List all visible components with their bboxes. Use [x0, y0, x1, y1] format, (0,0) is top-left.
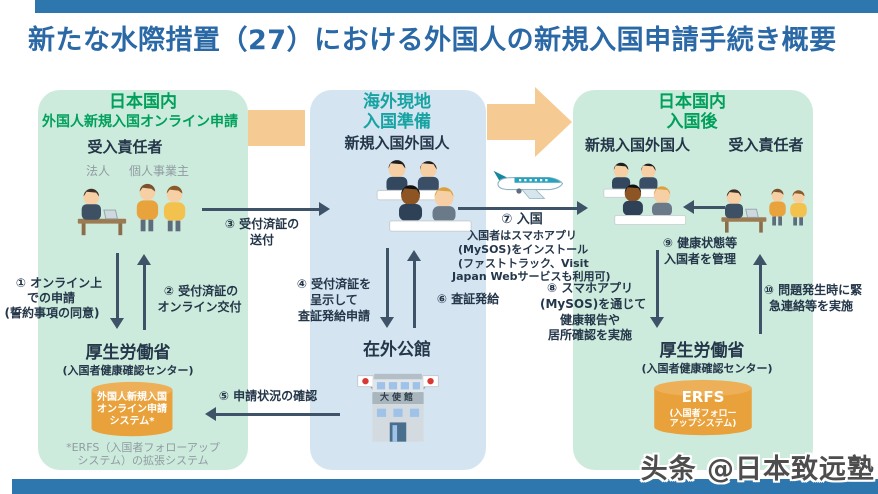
watermark: 头条 @日本致远塾 — [640, 454, 875, 485]
middle-panel-title-line1: 海外現地 — [363, 92, 431, 112]
airplane-icon — [492, 165, 564, 205]
step9-line1: ⑨ 健康状態等 — [662, 236, 738, 250]
step2-line2: オンライン交付 — [157, 300, 242, 314]
arrow-step7-right — [458, 201, 588, 215]
business-owners-icon-right — [764, 184, 812, 234]
step8-line4: 居所確認を実施 — [547, 328, 632, 342]
left-db-line1: 外国人新規入国 — [97, 392, 167, 403]
bottom-accent-bar — [12, 479, 878, 494]
phase-arrow-1 — [248, 110, 305, 146]
step9-line2: 入国者を管理 — [663, 252, 736, 266]
right-actor-host-label: 受入責任者 — [728, 136, 804, 154]
top-accent-bar — [35, 0, 878, 13]
step2-line1: ② 受付済証の — [163, 284, 239, 298]
step1-line3: (誓約事項の同意) — [4, 306, 100, 320]
arrow-step8-down — [650, 250, 664, 328]
arrow-manage-left — [683, 200, 725, 214]
host-at-desk-icon-right — [716, 186, 770, 236]
middle-org-label: 在外公館 — [363, 340, 431, 360]
left-panel-title: 日本国内 — [109, 92, 177, 112]
footnote-line2: システム）の拡張システム — [77, 454, 209, 467]
arrow-step1-down — [110, 253, 124, 329]
entrants-group-icon — [592, 160, 692, 240]
step7-line2: 入国者はスマホアプリ — [467, 229, 577, 242]
erfs-db-sub2: アップシステム) — [669, 419, 737, 429]
right-actor-entrants-label: 新規入国外国人 — [584, 136, 690, 154]
arrow-step4-down — [380, 248, 394, 328]
right-panel-title-line2: 入国後 — [666, 112, 718, 132]
arrow-step5-left — [205, 407, 340, 421]
step3-line2: 送付 — [249, 233, 274, 247]
middle-actor-label: 新規入国外国人 — [344, 134, 450, 152]
right-panel-title-line1: 日本国内 — [658, 92, 726, 112]
page-title: 新たな水際措置（27）における外国人の新規入国申請手続き概要 — [28, 25, 837, 56]
step4-line1: ④ 受付済証を — [296, 277, 372, 291]
left-db-line2: オンライン申請 — [97, 404, 167, 415]
step6-label: ⑥ 査証発給 — [436, 292, 500, 306]
step4-line3: 査証発給申請 — [297, 309, 370, 323]
arrow-step2-up — [137, 254, 151, 330]
step8-line3: 健康報告や — [559, 313, 620, 327]
embassy-building-icon: 大使館 — [354, 364, 442, 446]
step10-line1: ⑩ 問題発生時に緊 — [763, 283, 863, 297]
footnote-line1: *ERFS（入国者フォローアップ — [66, 441, 220, 454]
left-actor-label: 受入責任者 — [87, 138, 163, 156]
step8-line2: (MySOS)を通じて — [540, 297, 647, 311]
step1-line2: での申請 — [26, 291, 75, 305]
right-org-label: 厚生労働省 — [659, 341, 745, 361]
left-actor-type-kojin: 個人事業主 — [128, 164, 189, 178]
embassy-sign-label: 大使館 — [379, 393, 416, 403]
online-system-database-icon: 外国人新規入国 オンライン申請 システム* — [88, 381, 176, 438]
step3-line1: ③ 受付済証の — [224, 217, 300, 231]
step7-line1: ⑦ 入国 — [501, 212, 543, 227]
step8-line1: ⑧ スマホアプリ — [547, 281, 633, 295]
phase-arrow-2-body — [487, 104, 535, 140]
arrow-step10-up — [753, 254, 767, 334]
middle-panel-title-line2: 入国準備 — [363, 112, 431, 132]
phase-arrow-2-head — [535, 87, 572, 157]
step10-line2: 急連絡等を実施 — [768, 299, 853, 313]
business-owners-icon — [130, 182, 192, 238]
host-at-desk-icon — [72, 186, 130, 238]
step7-line4: (ファストトラック、Visit — [458, 257, 589, 270]
left-panel-subtitle: 外国人新規入国オンライン申請 — [42, 114, 238, 130]
right-org-sub-label: (入国者健康確認センター) — [641, 362, 773, 375]
erfs-db-sub1: (入国者フォロー — [669, 409, 737, 419]
erfs-database-icon: ERFS (入国者フォロー アップシステム) — [650, 379, 756, 437]
erfs-db-title: ERFS — [681, 388, 725, 406]
left-org-sub-label: (入国者健康確認センター) — [62, 364, 194, 377]
left-db-line3: システム* — [109, 416, 155, 427]
step1-line1: ① オンライン上 — [15, 276, 103, 290]
step4-line2: 呈示して — [310, 293, 358, 307]
step7-line5: Japan Webサービスも利用可) — [452, 270, 611, 283]
left-actor-type-houjin: 法人 — [85, 164, 110, 178]
arrow-step6-up — [407, 250, 421, 328]
step7-line3: (MySOS)をインストール — [458, 243, 589, 256]
travelers-group-icon — [350, 158, 492, 248]
left-org-label: 厚生労働省 — [85, 343, 171, 363]
arrow-step3-right — [202, 202, 330, 216]
step5-label: ⑤ 申請状況の確認 — [218, 389, 318, 403]
